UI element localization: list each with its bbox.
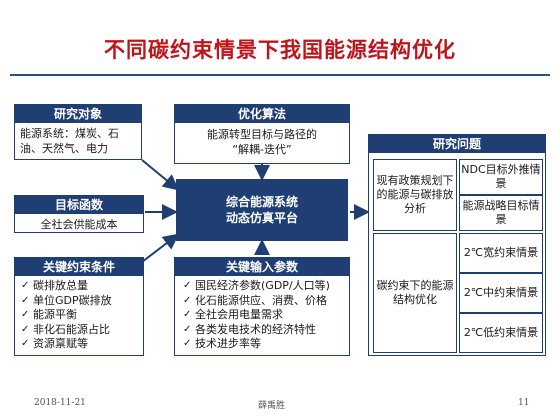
research-object-header: 研究对象 <box>15 105 141 123</box>
scenario-2c-loose: 2℃宽约束情景 <box>459 233 543 273</box>
research-questions-box: 研究问题 现有政策规划下的能源与碳排放分析 碳约束下的能源结构优化 NDC目标外… <box>368 134 546 356</box>
constraints-box: 关键约束条件 碳排放总量 单位GDP碳排放 能源平衡 非化石能源占比 资源禀赋等 <box>14 257 144 356</box>
objective-header: 目标函数 <box>15 196 143 214</box>
constraint-item: 碳排放总量 <box>21 279 139 294</box>
constraints-header: 关键约束条件 <box>15 258 143 276</box>
objective-box: 目标函数 全社会供能成本 <box>14 195 144 233</box>
constraint-item: 单位GDP碳排放 <box>21 294 139 309</box>
inputs-box: 关键输入参数 国民经济参数(GDP/人口等) 化石能源供应、消费、价格 全社会用… <box>174 257 350 356</box>
footer-author: 薛禹胜 <box>258 401 286 411</box>
research-object-box: 研究对象 能源系统：煤炭、石油、天然气、电力 <box>14 104 142 160</box>
optimization-header: 优化算法 <box>175 105 349 123</box>
title-divider <box>10 74 550 76</box>
inputs-header: 关键输入参数 <box>175 258 349 276</box>
arrow-research-object-to-center <box>141 159 180 191</box>
question-current-policy: 现有政策规划下的能源与碳排放分析 <box>373 159 457 231</box>
simulation-platform-box: 综合能源系统 动态仿真平台 <box>176 179 348 241</box>
constraint-item: 非化石能源占比 <box>21 323 139 338</box>
inputs-list: 国民经济参数(GDP/人口等) 化石能源供应、消费、价格 全社会用电量需求 各类… <box>183 279 345 352</box>
scenario-2c-medium: 2℃中约束情景 <box>459 273 543 313</box>
research-questions-header: 研究问题 <box>369 135 545 153</box>
constraints-list: 碳排放总量 单位GDP碳排放 能源平衡 非化石能源占比 资源禀赋等 <box>21 279 139 352</box>
scenario-2c-tight: 2℃低约束情景 <box>459 313 543 353</box>
constraint-item: 资源禀赋等 <box>21 337 139 352</box>
optimization-box: 优化算法 能源转型目标与路径的 “解耦-迭代” <box>174 104 350 164</box>
optimization-line2: “解耦-迭代” <box>232 143 292 156</box>
center-line2: 动态仿真平台 <box>225 211 298 225</box>
scenario-energy-strategy: 能源战略目标情景 <box>459 195 543 231</box>
scenario-ndc: NDC目标外推情景 <box>459 159 543 195</box>
input-item: 各类发电技术的经济特性 <box>183 323 345 338</box>
input-item: 国民经济参数(GDP/人口等) <box>183 279 345 294</box>
footer-date: 2018-11-21 <box>34 398 86 408</box>
input-item: 化石能源供应、消费、价格 <box>183 294 345 309</box>
center-line1: 综合能源系统 <box>225 195 298 209</box>
input-item: 技术进步率等 <box>183 337 345 352</box>
question-carbon-constraint: 碳约束下的能源结构优化 <box>373 233 457 353</box>
optimization-line1: 能源转型目标与路径的 <box>207 128 317 141</box>
arrow-constraints-to-center <box>141 233 180 263</box>
constraint-item: 能源平衡 <box>21 308 139 323</box>
research-object-body: 能源系统：煤炭、石油、天然气、电力 <box>20 127 119 155</box>
input-item: 全社会用电量需求 <box>183 308 345 323</box>
objective-body: 全社会供能成本 <box>40 218 118 231</box>
page-title: 不同碳约束情景下我国能源结构优化 <box>104 38 456 62</box>
footer-page-number: 11 <box>518 398 530 408</box>
